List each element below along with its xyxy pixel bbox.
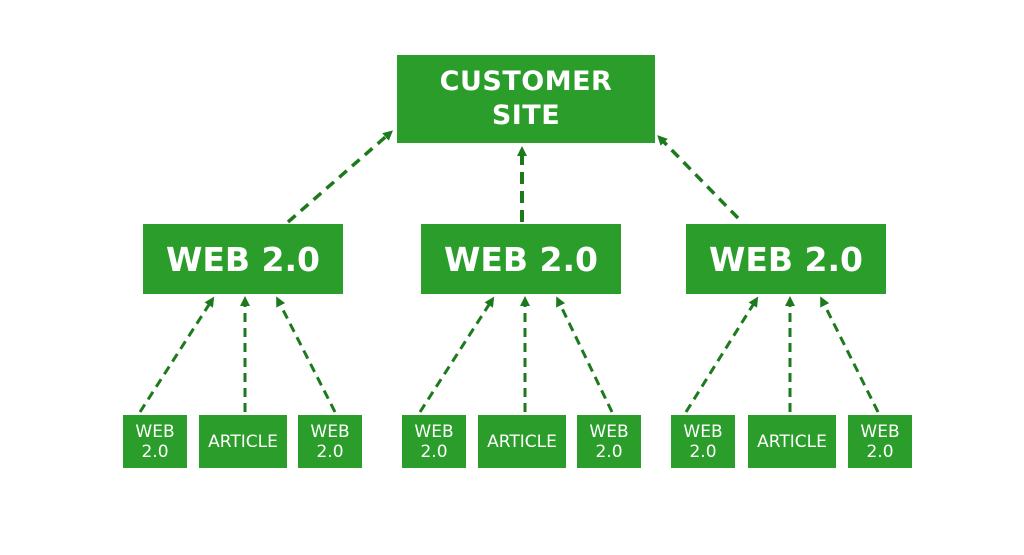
leaf-label-line2: 2.0 [595,441,623,462]
leaf-label-line2: 2.0 [689,441,717,462]
leaf-g3-web20-left: WEB 2.0 [671,415,735,468]
web20-node-label: WEB 2.0 [443,239,599,279]
leaf-g2-web20-right: WEB 2.0 [577,415,641,468]
leaf-g1-web20-right: WEB 2.0 [298,415,362,468]
leaf-g3-web20-right: WEB 2.0 [848,415,912,468]
leaf-label-line2: 2.0 [866,441,894,462]
leaf-label-line1: WEB [414,421,454,442]
leaf-label-line2: 2.0 [316,441,344,462]
arrow-web-left-to-customer [286,130,394,224]
leaf-label-line1: WEB [135,421,175,442]
leaf-g1-web20-left: WEB 2.0 [123,415,187,468]
leaf-article-label: ARTICLE [757,431,827,452]
leaf-g3-article: ARTICLE [748,415,836,468]
arrow-g1-right [276,296,337,413]
leaf-label-line1: WEB [683,421,723,442]
arrow-g2-left [418,296,495,413]
arrow-g1-left [138,296,215,413]
leaf-label-line2: 2.0 [420,441,448,462]
leaf-label-line1: WEB [310,421,350,442]
leaf-label-line1: WEB [589,421,629,442]
arrow-g3-left [684,296,759,413]
leaf-article-label: ARTICLE [487,431,557,452]
web20-node-left: WEB 2.0 [143,224,343,294]
leaf-label-line1: WEB [860,421,900,442]
customer-site-node: CUSTOMER SITE [397,55,655,143]
web20-node-center: WEB 2.0 [421,224,621,294]
leaf-article-label: ARTICLE [208,431,278,452]
web20-node-label: WEB 2.0 [708,239,864,279]
leaf-g1-article: ARTICLE [199,415,287,468]
customer-site-label-line2: SITE [491,100,561,131]
leaf-g2-web20-left: WEB 2.0 [402,415,466,468]
arrow-g3-right [820,296,880,413]
customer-site-label-line1: CUSTOMER [439,66,613,97]
arrow-g2-right [556,296,614,413]
web20-node-label: WEB 2.0 [165,239,321,279]
leaf-label-line2: 2.0 [141,441,169,462]
web20-node-right: WEB 2.0 [686,224,886,294]
leaf-g2-article: ARTICLE [478,415,566,468]
arrow-web-right-to-customer [657,135,740,220]
